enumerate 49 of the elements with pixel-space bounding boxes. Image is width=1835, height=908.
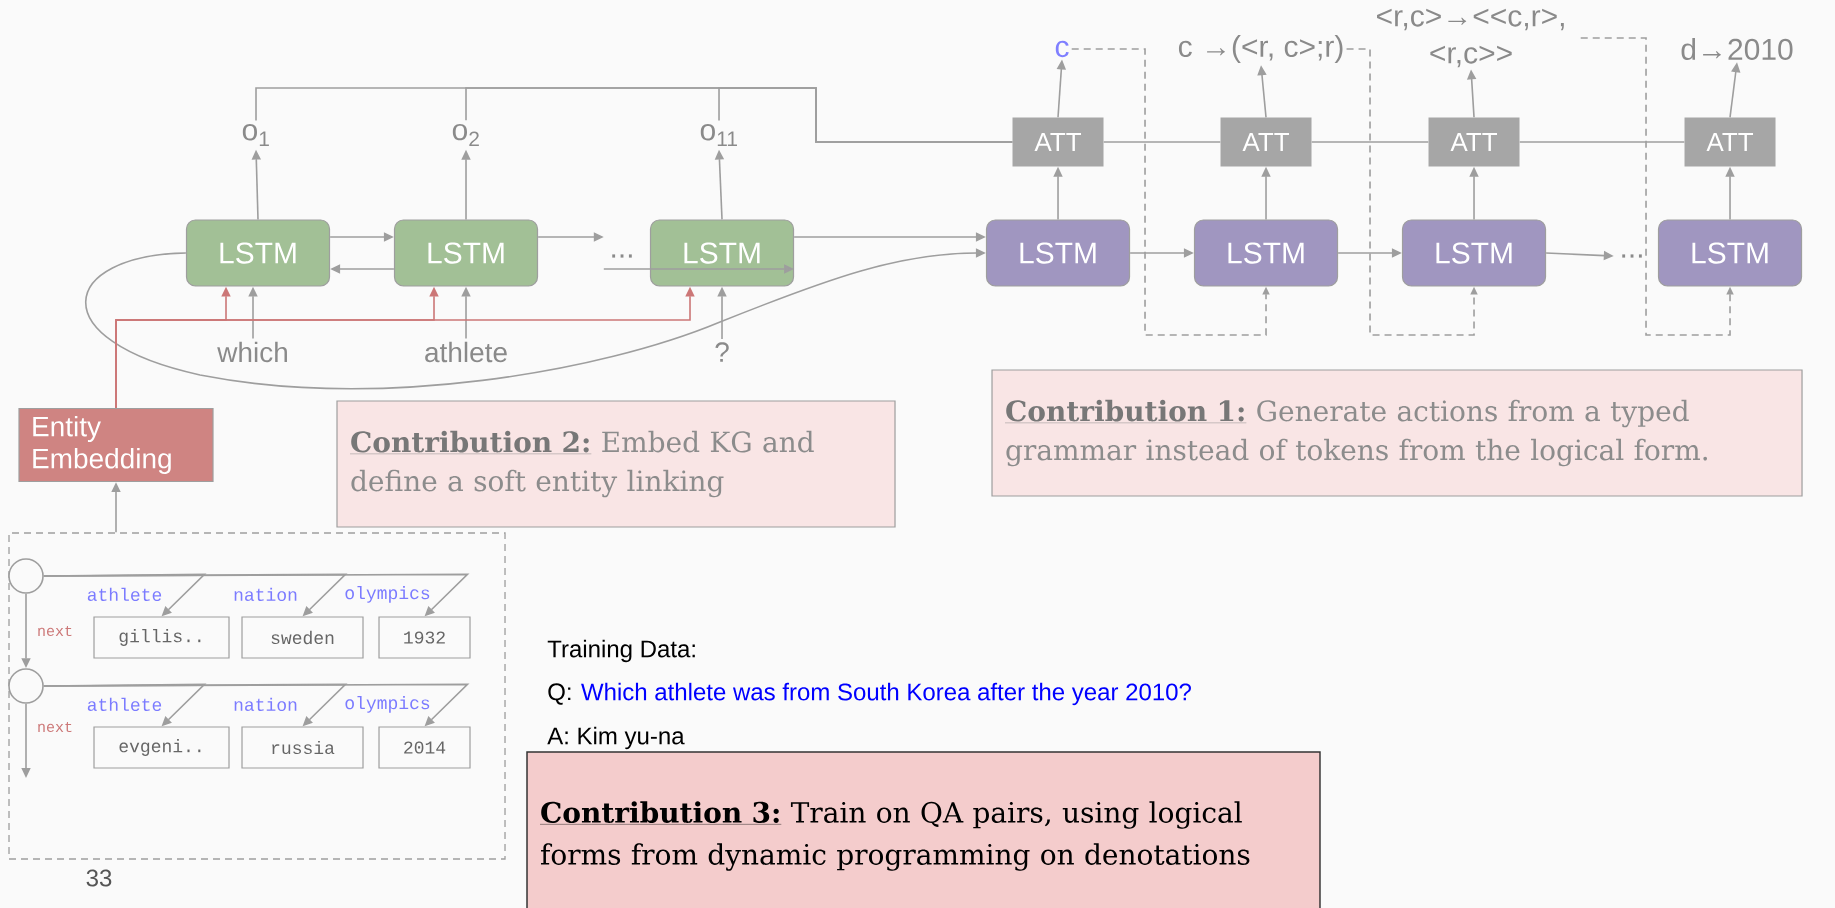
contribution-box: Contribution 1: Generate actions from a typed grammar instead of tokens from the logical form.	[991, 369, 1803, 497]
output-label: o$_{2}$	[452, 123, 479, 147]
entity-circle	[8, 668, 44, 704]
lstm-box: LSTM	[1401, 219, 1547, 287]
ellipsis: ...	[1622, 254, 1642, 258]
connector-line	[1102, 141, 1222, 143]
value-box: evgeni..	[93, 726, 230, 769]
lstm-box: LSTM	[985, 219, 1131, 287]
lstm-box: LSTM	[1657, 219, 1803, 287]
value-box: 1932	[378, 616, 471, 659]
attention-box: ATT	[1012, 117, 1104, 167]
input-word: ?	[715, 342, 729, 362]
output-text: c →(<r, c>;r)	[1178, 35, 1343, 63]
input-word: which	[217, 341, 287, 363]
output-text: d→2010	[1681, 38, 1793, 60]
dashed-arrow	[1579, 37, 1734, 336]
output-text: <r,c>→<<c,r>, <r,c>>	[1377, 8, 1564, 68]
page-number: 33	[86, 869, 112, 887]
dashed-arrow	[1345, 48, 1478, 336]
lstm-box: LSTM	[393, 219, 539, 287]
attention-box: ATT	[1428, 117, 1520, 167]
input-word: athlete	[425, 341, 507, 363]
attention-box: ATT	[1220, 117, 1312, 167]
lstm-box: LSTM	[1193, 219, 1339, 287]
value-box: sweden	[241, 616, 364, 659]
entity-circle	[8, 558, 44, 594]
relation-label: olympics	[343, 695, 432, 714]
output-label: o$_{1}$	[242, 124, 269, 146]
value-box: 2014	[378, 726, 471, 769]
connector-line	[1518, 141, 1686, 143]
attention-box: ATT	[1684, 117, 1776, 167]
graph-frame	[8, 532, 506, 860]
embedding-box: Entity Embedding	[18, 407, 214, 483]
question-text: Which athlete was from South Korea after the year 2010?	[581, 682, 1191, 706]
connector-line	[1310, 141, 1430, 143]
relation-label: olympics	[343, 585, 432, 604]
dashed-arrow	[1070, 48, 1270, 336]
contribution-box: Contribution 2: Embed KG and define a soft entity linking	[336, 400, 896, 528]
output-label: o$_{11}$	[700, 124, 737, 146]
ellipsis: ...	[612, 254, 632, 258]
question-label: Q:	[548, 683, 571, 705]
output-text: c	[1055, 40, 1069, 58]
connector-line	[718, 87, 1014, 143]
value-box: russia	[241, 726, 364, 769]
contribution-box: Contribution 3: Train on QA pairs, using logical forms from dynamic programming on denotations	[526, 751, 1321, 908]
lstm-box: LSTM	[185, 219, 331, 287]
lstm-box: LSTM	[649, 219, 795, 287]
value-box: gillis..	[93, 616, 230, 659]
heading-text: Training Data:	[547, 639, 695, 663]
